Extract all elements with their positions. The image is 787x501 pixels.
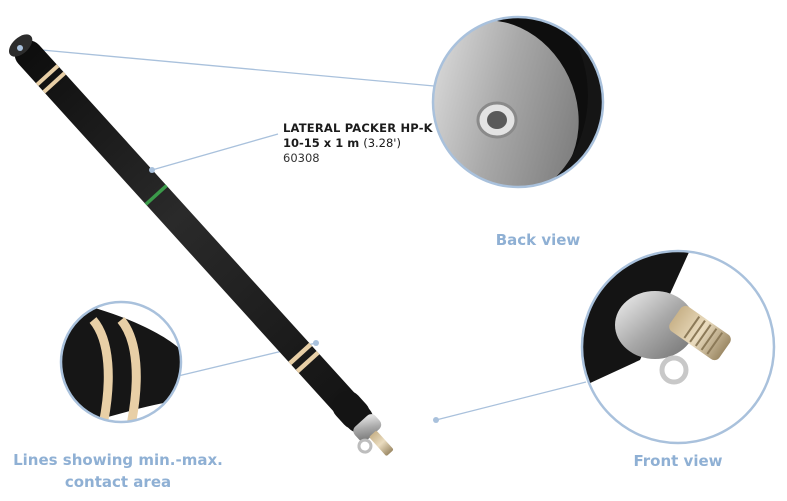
contact-area-label-line1: Lines showing min.-max. [13, 451, 223, 469]
product-code: 60308 [283, 151, 320, 165]
product-size: 10-15 x 1 m (3.28') [283, 136, 433, 151]
packer-tube [8, 34, 439, 456]
front-view-detail [580, 249, 776, 445]
product-label: LATERAL PACKER HP-K 10-15 x 1 m (3.28') … [283, 121, 433, 166]
product-size-metric: 10-15 x 1 m [283, 136, 360, 150]
contact-area-label: Lines showing min.-max. contact area [6, 449, 230, 493]
product-name: LATERAL PACKER HP-K [283, 121, 433, 135]
contact-lines-detail [59, 300, 183, 424]
contact-area-label-line2: contact area [64, 473, 172, 491]
product-size-imperial: (3.28') [363, 136, 401, 150]
back-view-detail [431, 15, 605, 189]
front-view-label: Front view [633, 452, 723, 470]
back-view-label: Back view [495, 231, 581, 249]
